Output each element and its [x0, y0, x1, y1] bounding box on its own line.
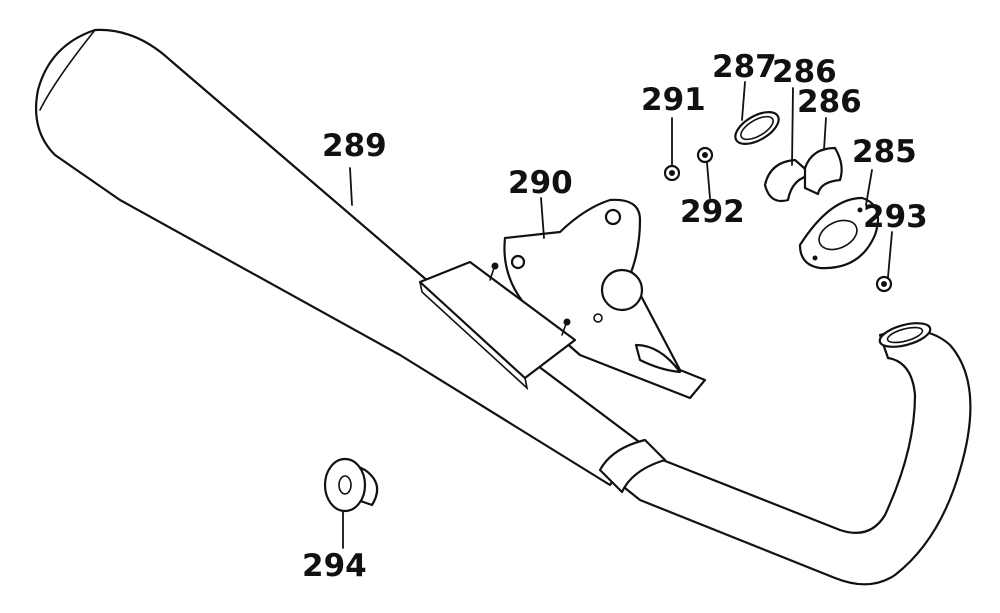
flange-285-bolt-b	[812, 255, 818, 261]
leader-290	[540, 197, 545, 239]
head-pipe-opening	[886, 326, 924, 344]
callout-294: 294	[302, 548, 367, 584]
muffler-bracket	[418, 198, 707, 400]
muffler-end-cap	[39, 29, 96, 111]
gasket-287-inner	[740, 115, 774, 141]
callout-293: 293	[863, 199, 928, 235]
nut-293	[875, 275, 893, 293]
leader-287	[741, 81, 746, 121]
leader-292	[706, 162, 711, 199]
stud-1-head	[491, 262, 499, 270]
muffler-assembly	[34, 28, 972, 586]
callout-291: 291	[641, 82, 706, 118]
grommet-294	[323, 457, 379, 513]
callout-286a: 286	[772, 54, 837, 90]
flange-285-bolt-a	[857, 207, 863, 213]
leader-286b	[823, 117, 827, 151]
muffler-joint-band	[598, 438, 667, 494]
bracket-slot	[634, 343, 682, 374]
callout-287: 287	[712, 49, 777, 85]
flange-285	[798, 196, 880, 270]
leader-lines	[342, 81, 893, 549]
leader-293	[887, 231, 893, 278]
flange-285-hole	[818, 219, 858, 251]
bracket-hole-top	[604, 208, 622, 226]
collar-half-286a	[763, 158, 814, 203]
leader-285	[865, 169, 873, 206]
heel-plate-edge	[419, 281, 529, 391]
callout-285: 285	[852, 134, 917, 170]
stud-2	[561, 323, 567, 336]
bracket-hole-center	[600, 268, 644, 312]
stud-1	[489, 267, 495, 281]
leader-286a	[791, 87, 794, 166]
head-pipe-flange	[878, 322, 932, 348]
bracket-hole-left	[510, 254, 526, 270]
callout-289: 289	[322, 128, 387, 164]
stud-2-head	[563, 318, 571, 326]
nut-291	[663, 164, 681, 182]
callout-290: 290	[508, 165, 573, 201]
gasket-287	[734, 111, 780, 145]
callout-286b: 286	[797, 84, 862, 120]
callout-292: 292	[680, 194, 745, 230]
collar-half-286b	[803, 146, 843, 196]
exhaust-head-pipe	[613, 329, 972, 586]
bracket-hole-small	[593, 313, 603, 323]
nut-292	[696, 146, 714, 164]
leader-289	[349, 167, 353, 206]
muffler-body	[34, 28, 652, 487]
heel-plate	[418, 260, 577, 380]
